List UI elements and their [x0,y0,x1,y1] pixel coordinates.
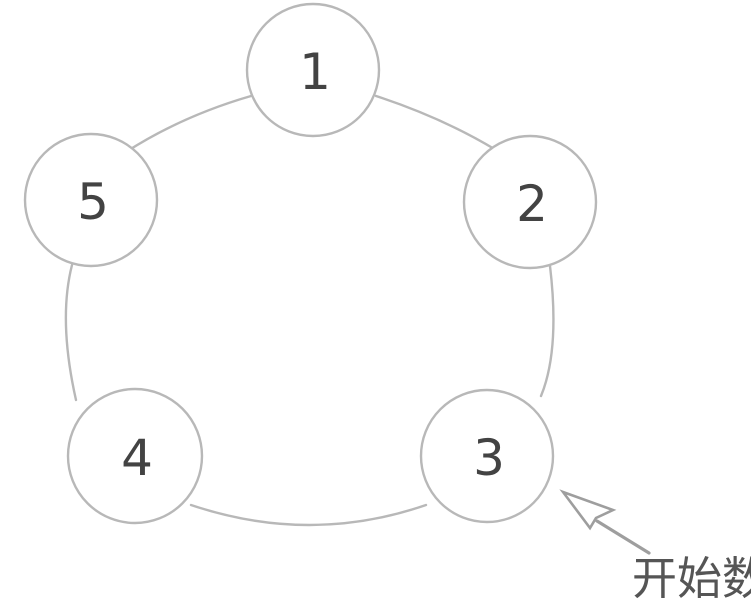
start-number-annotation: 开始数 [632,552,751,603]
node-1[interactable]: 1 [245,2,381,138]
node-4[interactable]: 4 [66,387,204,525]
arrow-head-icon [559,489,617,531]
link-arc-5-1 [124,94,253,154]
node-3-circle[interactable] [419,388,555,524]
node-4-circle[interactable] [66,387,204,525]
node-5[interactable]: 5 [23,132,159,268]
node-5-label: 5 [77,173,109,231]
pointer-shaft-line [595,519,651,555]
node-2[interactable]: 2 [462,134,598,270]
start-pointer-group [559,489,651,555]
link-group [64,94,555,527]
node-3-label: 3 [473,429,505,487]
node-1-label: 1 [299,43,331,101]
node-2-label: 2 [516,175,548,233]
link-arc-4-5 [64,263,78,402]
node-2-circle[interactable] [462,134,598,270]
node-3[interactable]: 3 [419,388,555,524]
link-arc-2-3 [539,264,555,398]
link-arc-1-2 [374,94,498,152]
node-5-circle[interactable] [23,132,159,268]
node-4-label: 4 [121,429,153,487]
node-1-circle[interactable] [245,2,381,138]
link-arc-3-4 [189,503,428,527]
